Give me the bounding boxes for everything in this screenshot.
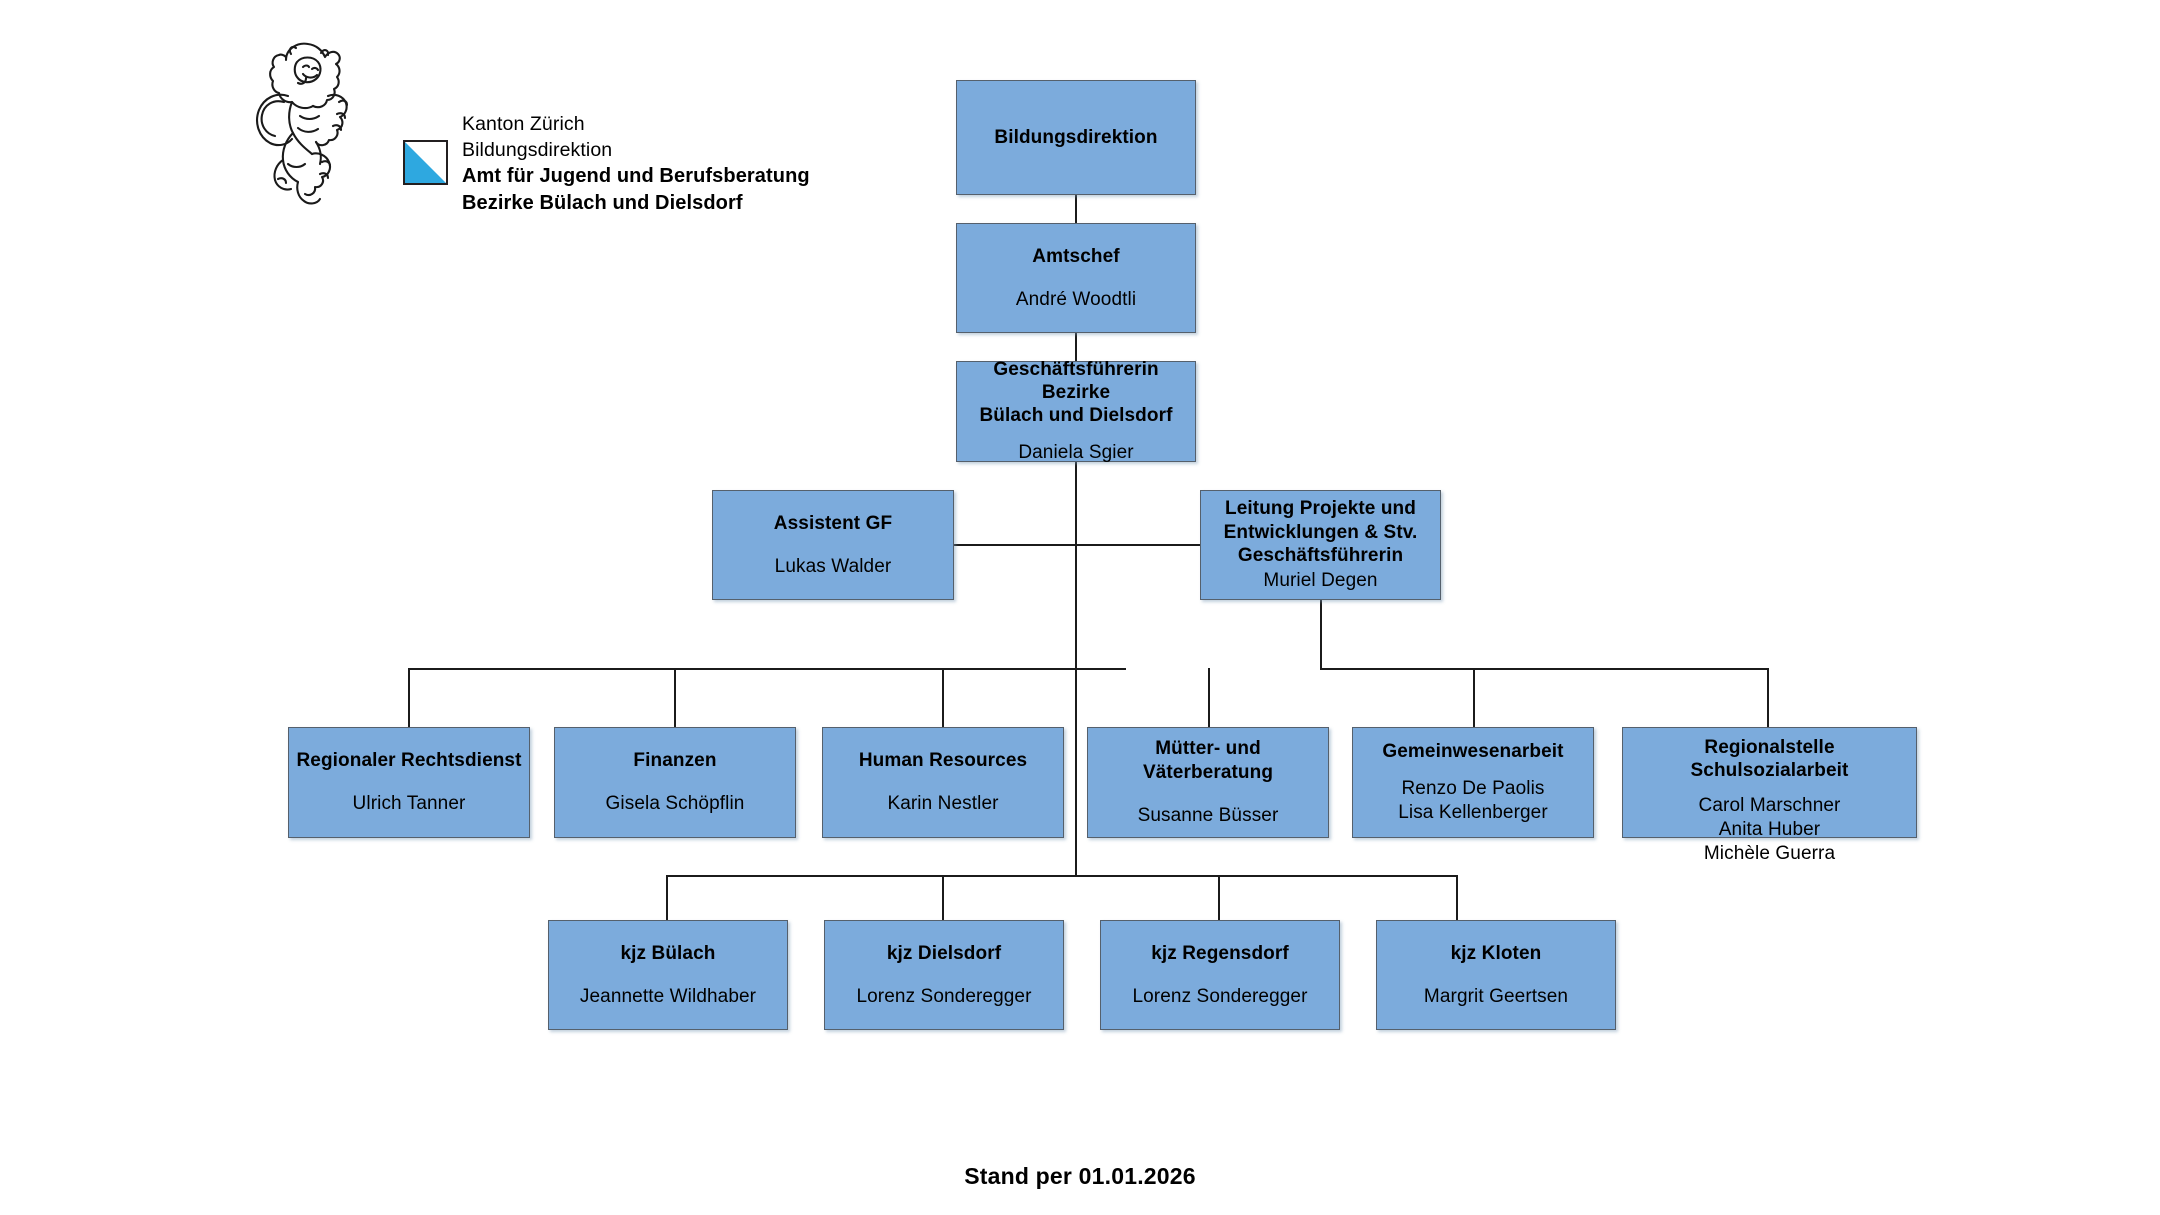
edge-bildungsdirektion-amtschef (1075, 195, 1077, 223)
node-title: kjz Dielsdorf (886, 942, 1002, 964)
person-name: Susanne Büsser (1137, 804, 1279, 826)
logo-wordmark: Kanton Zürich Bildungsdirektion Amt für … (462, 112, 810, 216)
org-node-kjz-kloten[interactable]: kjz Kloten Margrit Geertsen (1376, 920, 1616, 1030)
person-name: Margrit Geertsen (1423, 985, 1569, 1007)
person-name: Gisela Schöpflin (605, 793, 745, 815)
org-node-kjz-regensdorf[interactable]: kjz Regensdorf Lorenz Sonderegger (1100, 920, 1340, 1030)
node-people: Jeannette Wildhaber (580, 985, 756, 1009)
node-title: Leitung Projekte und Entwicklungen & Stv… (1223, 498, 1418, 566)
person-name: Renzo De Paolis (1401, 778, 1545, 800)
node-title: Gemeinwesenarbeit (1382, 741, 1564, 763)
node-people: Muriel Degen (1263, 569, 1377, 593)
node-title: Finanzen (633, 750, 717, 772)
node-people: Margrit Geertsen (1424, 985, 1568, 1009)
node-people: Daniela Sgier (1018, 441, 1133, 465)
edge-bus-to-gemeinwesenarbeit (1473, 668, 1475, 728)
org-node-amtschef[interactable]: Amtschef André Woodtli (956, 223, 1196, 333)
person-name: Lukas Walder (774, 555, 892, 577)
edge-amtschef-geschaeftsfuehrerin (1075, 333, 1077, 361)
person-name: Lisa Kellenberger (1398, 802, 1548, 824)
node-title: Geschäftsführerin Bezirke Bülach und Die… (979, 358, 1173, 427)
person-name: Daniela Sgier (1018, 442, 1134, 464)
person-name: Ulrich Tanner (352, 793, 466, 815)
zurich-flag-diagonal-icon (403, 140, 448, 185)
org-node-geschaeftsfuehrerin[interactable]: Geschäftsführerin Bezirke Bülach und Die… (956, 358, 1196, 465)
node-title: Mütter- und Väterberatung (1142, 738, 1274, 783)
node-people: Ulrich Tanner (353, 792, 466, 816)
logo-line-amt: Amt für Jugend und Berufsberatung (462, 165, 810, 188)
edge-bus-to-finanzen (674, 668, 676, 728)
logo-line-bezirke: Bezirke Bülach und Dielsdorf (462, 191, 743, 214)
logo-line-direktion: Bildungsdirektion (462, 138, 613, 161)
person-name: Carol Marschner (1698, 795, 1841, 817)
person-name: Lorenz Sonderegger (1132, 985, 1308, 1007)
node-people: André Woodtli (1016, 288, 1136, 312)
stand-per-label: Stand per 01.01.2026 (964, 1163, 1196, 1189)
node-title: Amtschef (1032, 245, 1120, 267)
person-name: Lorenz Sonderegger (856, 985, 1032, 1007)
edge-assistent-leitung-crossbar (953, 544, 1201, 546)
person-name: Muriel Degen (1263, 569, 1378, 591)
node-people: Renzo De Paolis Lisa Kellenberger (1398, 777, 1548, 825)
node-people: Karin Nestler (887, 792, 998, 816)
edge-bus-to-kjz-kloten (1456, 875, 1458, 920)
org-node-muetter-vaeterberatung[interactable]: Mütter- und Väterberatung Susanne Büsser (1087, 727, 1329, 838)
org-node-regionaler-rechtsdienst[interactable]: Regionaler Rechtsdienst Ulrich Tanner (288, 727, 530, 838)
node-people: Susanne Büsser (1138, 804, 1279, 828)
person-name: Michèle Guerra (1703, 842, 1836, 864)
node-title: kjz Regensdorf (1151, 942, 1289, 964)
org-node-kjz-buelach[interactable]: kjz Bülach Jeannette Wildhaber (548, 920, 788, 1030)
edge-bus-to-rechtsdienst (408, 668, 410, 728)
node-people: Lorenz Sonderegger (856, 985, 1031, 1009)
node-title: kjz Bülach (620, 942, 716, 964)
edge-bus-to-kjz-dielsdorf (942, 875, 944, 920)
org-node-finanzen[interactable]: Finanzen Gisela Schöpflin (554, 727, 796, 838)
org-node-human-resources[interactable]: Human Resources Karin Nestler (822, 727, 1064, 838)
node-title: Bildungsdirektion (994, 126, 1158, 148)
node-title: Human Resources (858, 750, 1028, 772)
org-node-leitung-projekte[interactable]: Leitung Projekte und Entwicklungen & Stv… (1200, 490, 1441, 600)
zurich-lion-coat-of-arms-icon (256, 42, 349, 205)
node-people: Lorenz Sonderegger (1132, 985, 1307, 1009)
edge-bus-to-human-resources (942, 668, 944, 728)
node-people: Gisela Schöpflin (606, 792, 745, 816)
edge-bus-to-muetterberatung (1208, 668, 1210, 728)
person-name: Karin Nestler (887, 793, 999, 815)
edge-bus-to-kjz-regensdorf (1218, 875, 1220, 920)
node-title: Regionaler Rechtsdienst (296, 750, 522, 772)
person-name: Anita Huber (1718, 819, 1821, 841)
edge-kjz-bus (666, 875, 1456, 877)
org-node-gemeinwesenarbeit[interactable]: Gemeinwesenarbeit Renzo De Paolis Lisa K… (1352, 727, 1594, 838)
org-node-kjz-dielsdorf[interactable]: kjz Dielsdorf Lorenz Sonderegger (824, 920, 1064, 1030)
person-name: Jeannette Wildhaber (579, 985, 757, 1007)
logo-line-kanton: Kanton Zürich (462, 113, 585, 135)
node-title: Regionalstelle Schulsozialarbeit (1690, 737, 1849, 782)
org-node-assistent-gf[interactable]: Assistent GF Lukas Walder (712, 490, 954, 600)
edge-leitung-bus (1320, 668, 1769, 670)
edge-staff-bus (408, 668, 1126, 670)
node-title: Assistent GF (773, 512, 893, 534)
org-node-bildungsdirektion[interactable]: Bildungsdirektion (956, 80, 1196, 195)
edge-bus-to-kjz-buelach (666, 875, 668, 920)
person-name: André Woodtli (1015, 288, 1137, 310)
organization-logo: Kanton Zürich Bildungsdirektion Amt für … (240, 36, 860, 214)
edge-bus-to-schulsozialarbeit (1767, 668, 1769, 728)
org-node-regionalstelle-schulsozialarbeit[interactable]: Regionalstelle Schulsozialarbeit Carol M… (1622, 727, 1917, 864)
node-people: Lukas Walder (775, 555, 892, 579)
node-people: Carol Marschner Anita Huber Michèle Guer… (1699, 794, 1841, 865)
edge-leitung-drop (1320, 600, 1322, 670)
node-title: kjz Kloten (1450, 942, 1542, 964)
